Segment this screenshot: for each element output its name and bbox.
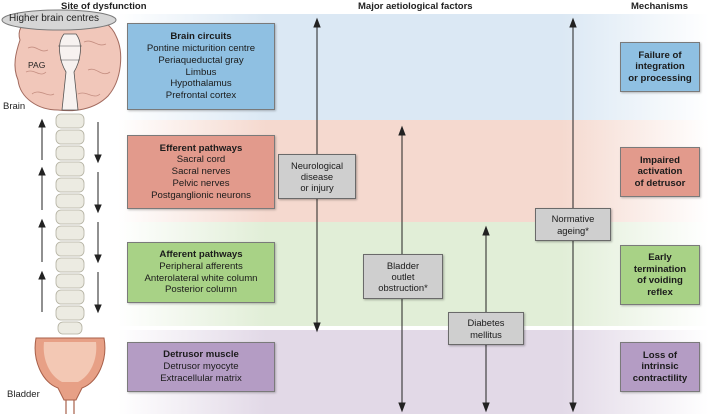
site-title: Brain circuits: [170, 31, 232, 43]
site-title: Afferent pathways: [159, 249, 243, 261]
factor-line: outlet: [391, 270, 415, 282]
mechanism-line: intrinsic: [641, 361, 679, 373]
mechanism-line: of detrusor: [634, 177, 686, 189]
site-item: Pontine micturition centre: [146, 43, 256, 55]
mechanism-integration-box: Failure of integration or processing: [620, 42, 700, 92]
site-item: Detrusor myocyte: [163, 361, 239, 373]
spine: [55, 113, 85, 335]
site-item: Hypothalamus: [170, 78, 232, 90]
site-item: Extracellular matrix: [160, 372, 242, 384]
neurological-factor-box: Neurological disease or injury: [278, 154, 356, 199]
mechanism-line: integration: [635, 61, 685, 73]
site-title: Detrusor muscle: [163, 349, 239, 361]
mechanism-termination-box: Early termination of voiding reflex: [620, 245, 700, 305]
afferent-pathways-box: Afferent pathways Peripheral afferents A…: [127, 242, 275, 303]
site-header: Site of dysfunction: [61, 1, 147, 12]
bladder-outlet-factor-box: Bladder outlet obstruction*: [363, 254, 443, 299]
mechanism-line: of voiding: [637, 275, 683, 286]
factor-line: ageing*: [557, 224, 589, 236]
factors-header: Major aetiological factors: [358, 1, 473, 12]
higher-centres-label: Higher brain centres: [9, 13, 100, 24]
efferent-pathways-box: Efferent pathways Sacral cord Sacral ner…: [127, 135, 275, 209]
mechanism-line: contractility: [632, 372, 688, 384]
factor-line: Diabetes: [467, 317, 505, 329]
site-title: Efferent pathways: [159, 142, 243, 154]
factor-line: mellitus: [470, 328, 502, 340]
bladder-label: Bladder: [7, 389, 40, 400]
site-item: Prefrontal cortex: [165, 89, 237, 101]
factor-line: disease: [300, 170, 334, 182]
mechanism-contractility-box: Loss of intrinsic contractility: [620, 342, 700, 392]
efferent-arrows: [94, 122, 102, 314]
site-item: Periaqueductal gray: [158, 54, 244, 66]
site-item: Limbus: [185, 66, 217, 78]
mechanism-line: or processing: [628, 72, 692, 84]
brainstem-shape: [59, 33, 81, 111]
diabetes-factor-box: Diabetes mellitus: [448, 312, 524, 345]
factor-line: obstruction*: [378, 282, 428, 294]
mechanisms-header: Mechanisms: [631, 1, 689, 12]
mechanism-line: termination: [633, 263, 687, 275]
site-item: Pelvic nerves: [172, 177, 230, 189]
site-item: Peripheral afferents: [159, 260, 243, 272]
site-item: Anterolateral white column: [144, 272, 258, 284]
mechanism-line: Failure of: [638, 49, 682, 61]
mechanism-line: Loss of: [642, 349, 678, 361]
brain-label: Brain: [3, 101, 26, 112]
detrusor-muscle-box: Detrusor muscle Detrusor myocyte Extrace…: [127, 342, 275, 392]
higher-centres-ellipse: [1, 9, 117, 31]
mechanism-line: activation: [637, 166, 683, 178]
site-item: Postganglionic neurons: [151, 189, 251, 201]
mechanism-line: Early: [648, 252, 672, 263]
site-item: Posterior column: [165, 284, 237, 296]
afferent-arrows: [38, 118, 46, 312]
site-item: Sacral cord: [176, 154, 226, 166]
site-item: Sacral nerves: [171, 166, 231, 178]
brain-circuits-box: Brain circuits Pontine micturition centr…: [127, 23, 275, 110]
mechanism-activation-box: Impaired activation of detrusor: [620, 147, 700, 197]
mechanism-line: reflex: [647, 286, 673, 298]
ageing-factor-box: Normative ageing*: [535, 208, 611, 241]
factor-line: Bladder: [386, 259, 420, 271]
mechanism-line: Impaired: [639, 154, 680, 166]
pag-label: PAG: [28, 60, 46, 70]
factor-line: Normative: [551, 213, 595, 225]
factor-line: or injury: [300, 182, 334, 194]
factor-line: Neurological: [290, 159, 344, 171]
